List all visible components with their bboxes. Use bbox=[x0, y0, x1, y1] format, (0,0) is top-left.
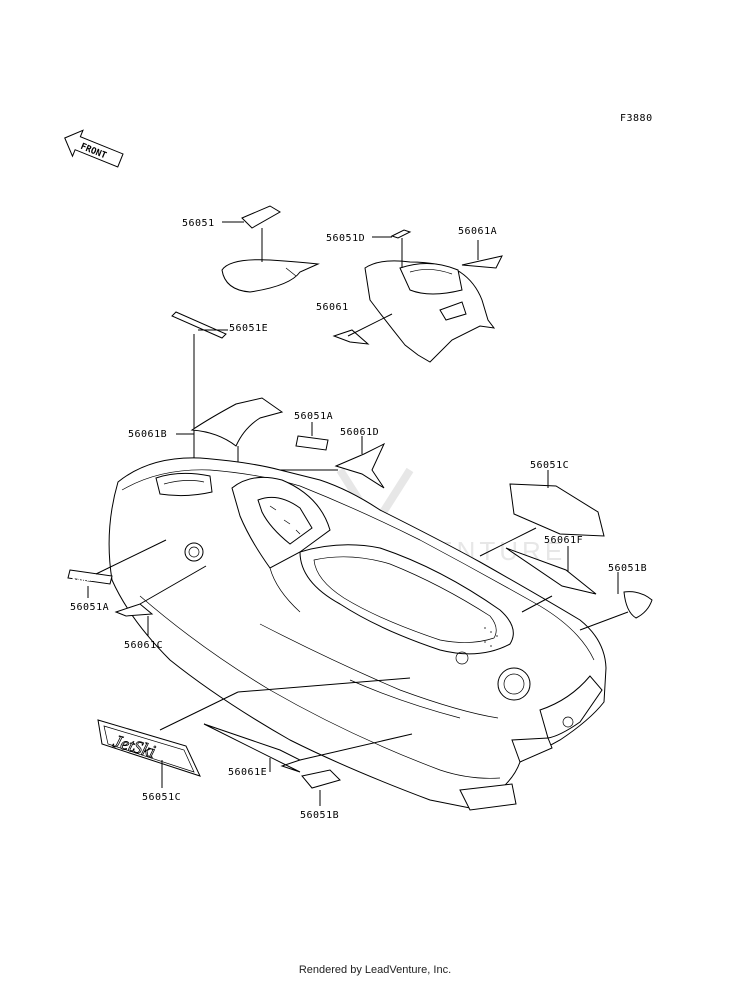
jetski-decal: JetSki bbox=[97, 719, 201, 777]
label-56061E: 56061E bbox=[228, 767, 267, 778]
figure-code: F3880 bbox=[620, 113, 653, 124]
ss-text-bottom: SS bbox=[310, 777, 321, 786]
label-56051B-right: 56051B bbox=[608, 563, 647, 574]
label-56061D: 56061D bbox=[340, 427, 379, 438]
front-arrow-icon: FRONT bbox=[64, 129, 124, 168]
seat-part bbox=[221, 259, 320, 293]
label-56051D: 56051D bbox=[326, 233, 365, 244]
ss-badge-bottom: SS bbox=[301, 769, 341, 789]
label-56061C: 56061C bbox=[124, 640, 163, 651]
hood-part bbox=[364, 260, 496, 363]
label-56051A-top: 56051A bbox=[294, 411, 333, 422]
ss-badge-top: SS bbox=[241, 205, 281, 229]
kawasaki-text: Kawasaki bbox=[72, 576, 104, 583]
label-56051A-left: 56051A bbox=[70, 602, 109, 613]
label-56061F: 56061F bbox=[544, 535, 583, 546]
kawasaki-decal: Kawasaki bbox=[67, 569, 113, 585]
hull-body bbox=[108, 457, 607, 811]
label-56061B: 56061B bbox=[128, 429, 167, 440]
footer-credit: Rendered by LeadVenture, Inc. bbox=[298, 964, 452, 976]
label-56051C-right: 56051C bbox=[530, 460, 569, 471]
ss-text-top: SS bbox=[252, 214, 265, 224]
label-56061A: 56061A bbox=[458, 226, 497, 237]
label-56061: 56061 bbox=[316, 302, 349, 313]
label-56051: 56051 bbox=[182, 218, 215, 229]
label-56051B-bottom: 56051B bbox=[300, 810, 339, 821]
label-56051E: 56051E bbox=[229, 323, 268, 334]
label-56051C-bottom: 56051C bbox=[142, 792, 181, 803]
